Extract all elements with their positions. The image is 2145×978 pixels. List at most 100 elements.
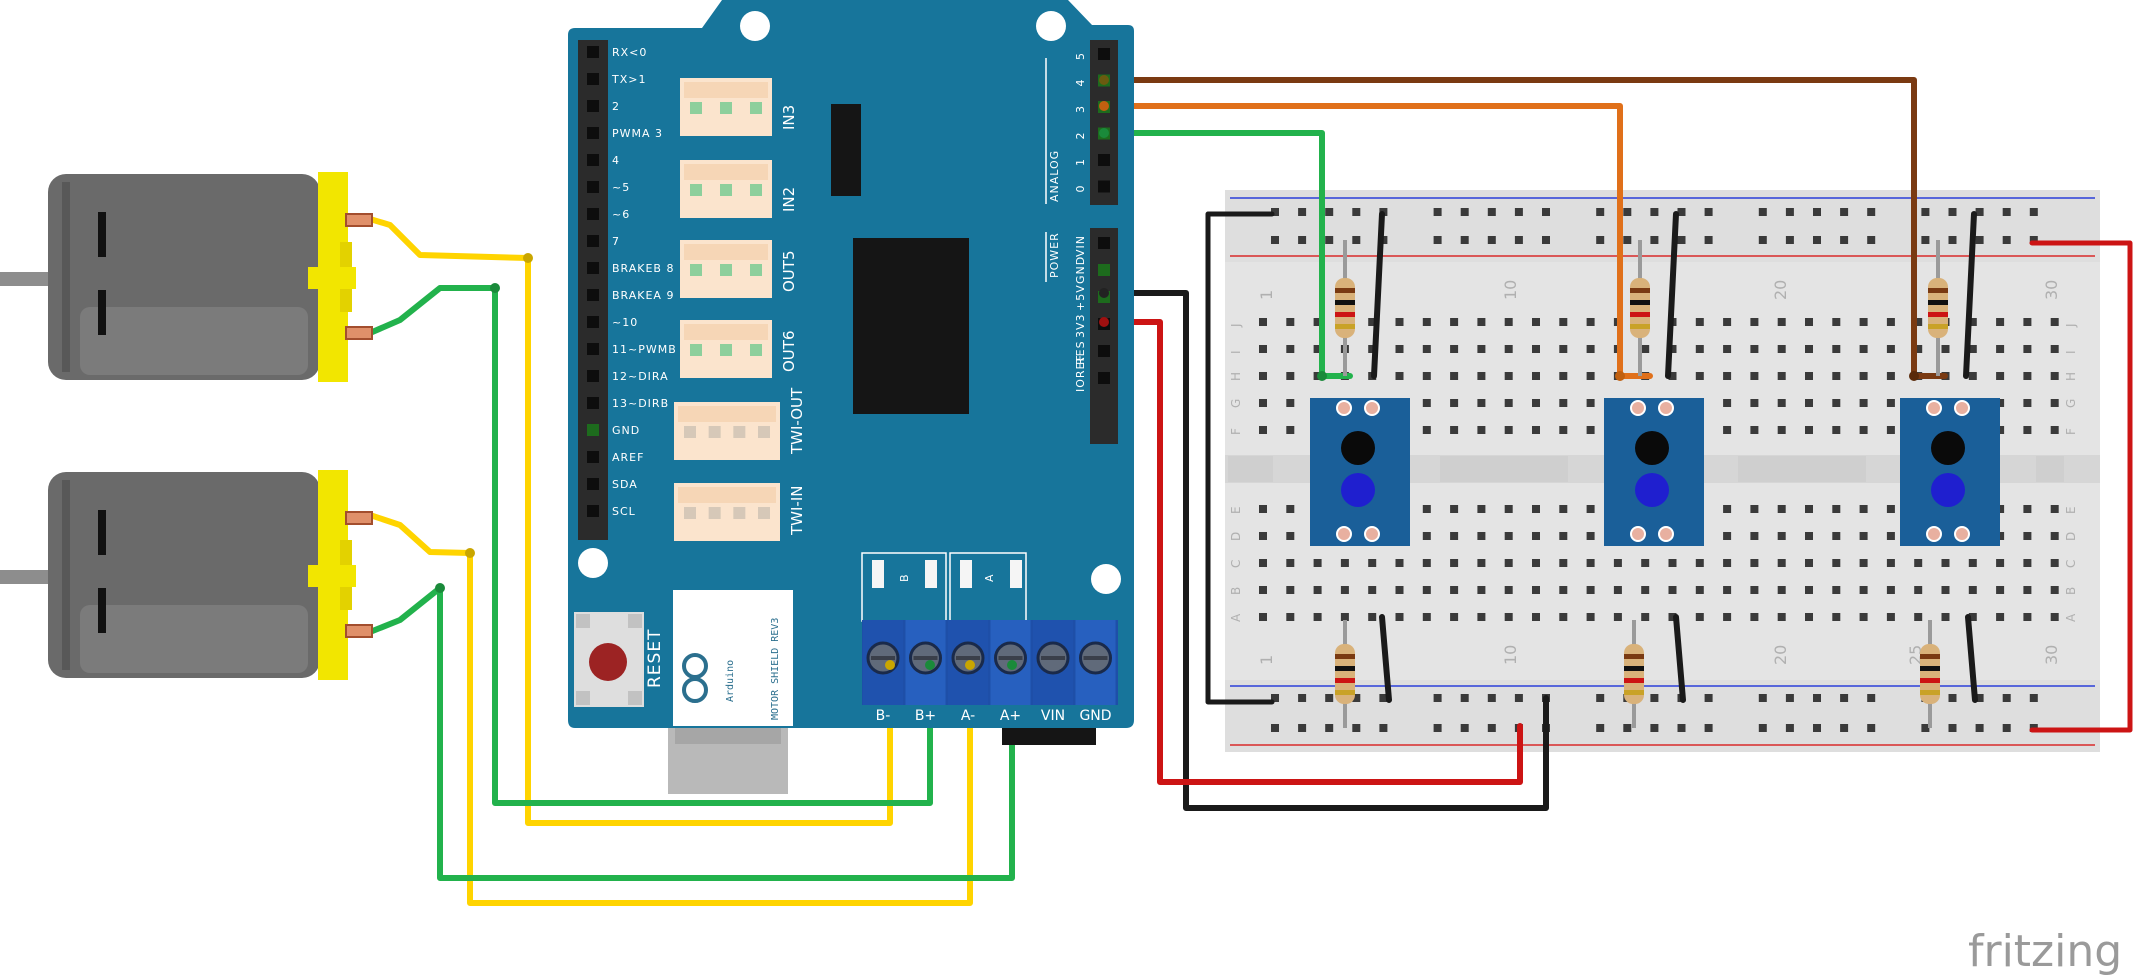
- fritzing-watermark: fritzing: [1968, 926, 2122, 977]
- sensor-board: [1310, 398, 1410, 546]
- connector-pin: [708, 507, 721, 519]
- breadboard-hole: [1450, 586, 1459, 594]
- breadboard-hole: [1271, 724, 1279, 732]
- breadboard-hole: [1313, 559, 1322, 567]
- motor-shaft: [0, 570, 52, 584]
- header-pin: [587, 181, 599, 193]
- breadboard-hole: [1286, 426, 1295, 434]
- breadboard-hole: [1723, 613, 1732, 621]
- breadboard-hole: [1805, 318, 1813, 326]
- row-letter: E: [1229, 506, 1243, 514]
- breadboard-hole: [1286, 586, 1295, 594]
- breadboard-hole: [1886, 505, 1895, 513]
- arduino-logo-icon: [682, 653, 708, 703]
- resistor-band: [1624, 666, 1644, 671]
- breadboard-hole: [1921, 236, 1930, 244]
- breadboard-hole: [1286, 318, 1295, 326]
- breadboard-hole: [1477, 532, 1486, 540]
- breadboard-hole: [1723, 559, 1732, 567]
- connector-pin: [750, 184, 762, 196]
- resistor-band: [1335, 312, 1355, 317]
- breadboard-hole: [1623, 236, 1632, 244]
- header-pin-label: AREF: [612, 451, 644, 464]
- breadboard-hole: [1532, 586, 1540, 594]
- breadboard-hole: [1259, 426, 1267, 434]
- breadboard-hole: [1723, 345, 1732, 353]
- breadboard-hole: [1813, 694, 1821, 702]
- breadboard-hole: [2029, 236, 2038, 244]
- header-pin-label: 13~DIRB: [612, 397, 669, 410]
- header-pin-label: RX<0: [612, 46, 647, 59]
- screw-terminal-label: A+: [1000, 708, 1021, 724]
- breadboard-hole: [1996, 399, 2005, 407]
- breadboard-hole: [1504, 505, 1513, 513]
- analog-pin: [1098, 180, 1110, 193]
- breadboard-hole: [1477, 318, 1486, 326]
- breadboard-hole: [1477, 613, 1486, 621]
- col-num-top-10: 10: [1501, 280, 1520, 300]
- breadboard-hole: [2023, 318, 2032, 326]
- header-pin-label: GND: [612, 424, 640, 437]
- col-num-top-1: 1: [1257, 290, 1276, 300]
- breadboard-hole: [1340, 613, 1349, 621]
- sensor-pad: [1926, 400, 1942, 416]
- breadboard-hole: [1941, 345, 1950, 353]
- breadboard-hole: [2050, 505, 2059, 513]
- connector-twi-in: TWI-IN: [674, 483, 806, 541]
- sensor-pad: [1926, 526, 1942, 542]
- header-pin-label: 12~DIRA: [612, 370, 669, 383]
- breadboard-hole: [1433, 724, 1442, 732]
- breadboard-hole: [1777, 613, 1786, 621]
- breadboard-hole: [1542, 208, 1550, 216]
- reset-button[interactable]: [589, 643, 627, 681]
- breadboard-hole: [1641, 586, 1650, 594]
- breadboard-hole: [1514, 236, 1523, 244]
- connector-lip: [684, 244, 768, 260]
- breadboard-hole: [1723, 318, 1732, 326]
- sensor-pad: [1630, 400, 1646, 416]
- breadboard-hole: [1750, 399, 1759, 407]
- resistor-band: [1928, 288, 1948, 293]
- breadboard-hole: [1487, 694, 1496, 702]
- breadboard-hole: [1996, 613, 2005, 621]
- breadboard-hole: [1313, 318, 1322, 326]
- breadboard-hole: [1968, 345, 1977, 353]
- breadboard-hole: [1832, 426, 1841, 434]
- chip-small: [831, 104, 861, 196]
- wire-end: [1099, 288, 1109, 298]
- wire-end: [1909, 371, 1919, 381]
- breadboard-hole: [1450, 505, 1459, 513]
- breadboard-labels: 1 10 20 30 1 10 20 25 30 JIHGFJIHGFEDCBA…: [1229, 280, 2078, 665]
- breadboard-hole: [1259, 532, 1267, 540]
- breadboard-hole: [1921, 724, 1930, 732]
- motor-terminal-bottom: [345, 326, 373, 340]
- breadboard-hole: [1641, 613, 1650, 621]
- breadboard-hole: [1886, 318, 1895, 326]
- ir-receiver: [1931, 431, 1965, 465]
- sensor-pad: [1658, 526, 1674, 542]
- row-letter: J: [1229, 323, 1243, 328]
- breadboard-hole: [1996, 559, 2005, 567]
- breadboard-hole: [1460, 208, 1469, 216]
- breadboard-hole: [1422, 586, 1431, 594]
- breadboard-hole: [2023, 586, 2032, 594]
- resistor-band: [1920, 666, 1940, 671]
- screw-slot: [913, 656, 938, 660]
- breadboard-hole: [1450, 426, 1459, 434]
- jumper-wire-black: [1673, 614, 1686, 703]
- screw-slot: [1041, 656, 1065, 660]
- breadboard-hole: [1504, 426, 1513, 434]
- breadboard-hole: [1948, 724, 1957, 732]
- breadboard-hole: [1422, 532, 1431, 540]
- breadboard-hole: [1532, 318, 1540, 326]
- breadboard-hole: [2002, 208, 2011, 216]
- sensor-pad: [1630, 526, 1646, 542]
- breadboard-hole: [1832, 318, 1841, 326]
- breadboard-hole: [1996, 426, 2005, 434]
- breadboard-hole: [1542, 236, 1550, 244]
- breadboard-hole: [1271, 236, 1279, 244]
- wire-endpoints: [435, 75, 1919, 670]
- shield-model-label: MOTOR SHIELD REV3: [770, 618, 781, 720]
- sensor-pad: [1954, 400, 1970, 416]
- breadboard-hole: [1695, 559, 1704, 567]
